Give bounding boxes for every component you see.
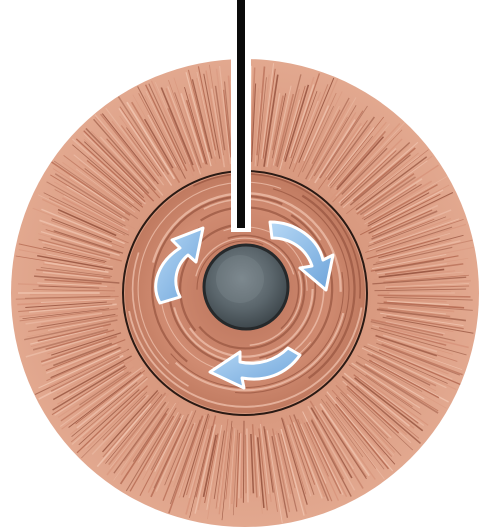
fiber-strand bbox=[243, 421, 244, 503]
fiber-strand bbox=[30, 294, 113, 295]
vertical-rod bbox=[237, 0, 245, 228]
core-highlight bbox=[216, 255, 264, 303]
